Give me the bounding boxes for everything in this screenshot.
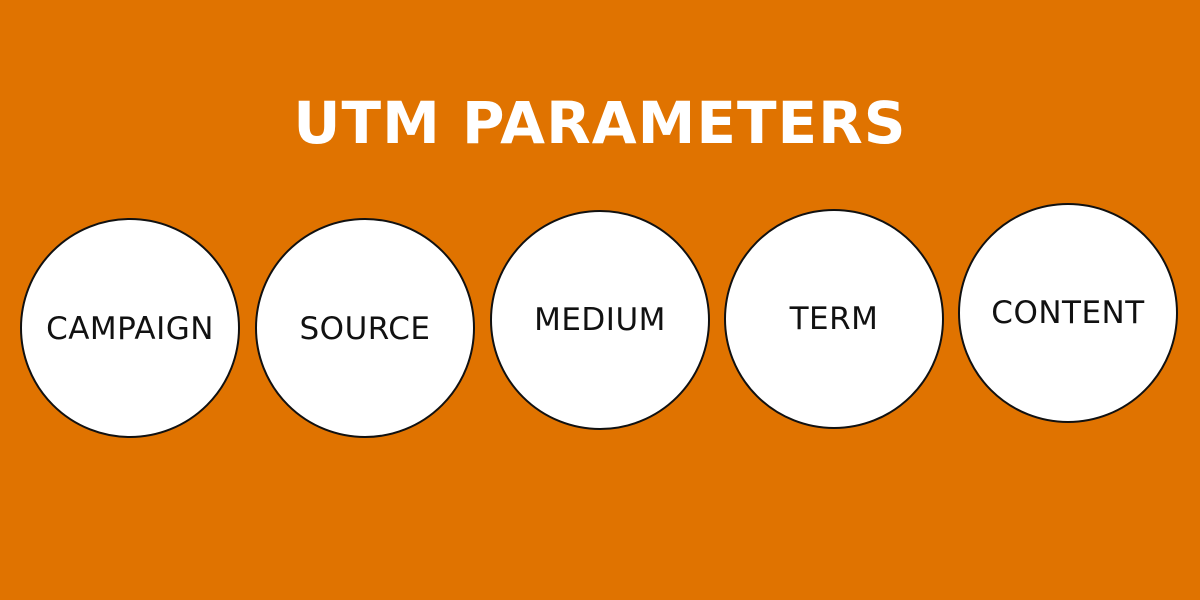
parameter-label-campaign: CAMPAIGN <box>46 311 214 347</box>
parameter-label-source: SOURCE <box>299 311 431 347</box>
parameter-circle-source: SOURCE <box>255 218 475 438</box>
parameter-label-medium: MEDIUM <box>534 302 666 338</box>
parameter-label-term: TERM <box>789 301 879 337</box>
parameter-circle-content: CONTENT <box>958 203 1178 423</box>
parameter-circle-term: TERM <box>724 209 944 429</box>
parameter-circle-medium: MEDIUM <box>490 210 710 430</box>
parameter-circle-campaign: CAMPAIGN <box>20 218 240 438</box>
parameter-label-content: CONTENT <box>991 295 1145 331</box>
page-title: UTM PARAMETERS <box>293 89 907 157</box>
